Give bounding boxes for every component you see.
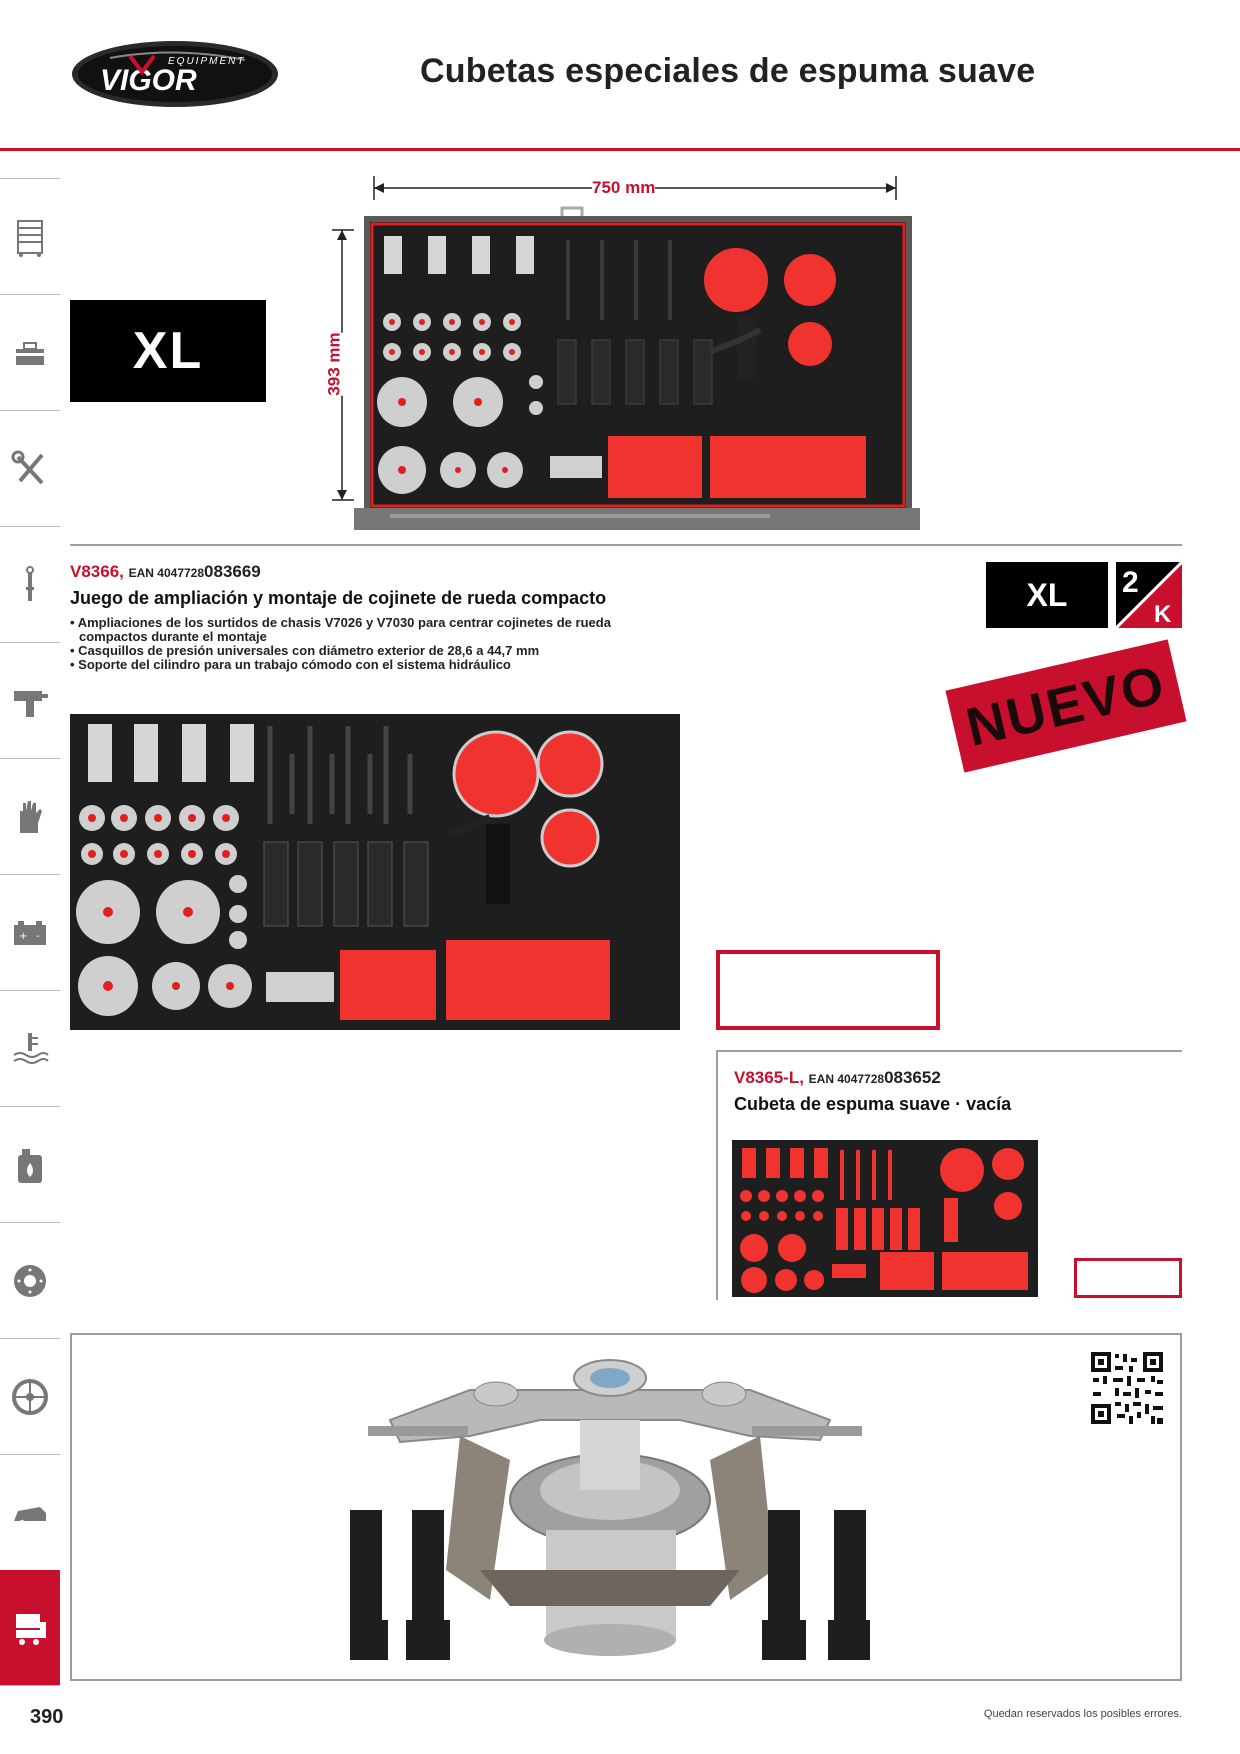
torque-wrench-icon — [26, 565, 34, 601]
header-rule — [0, 148, 1240, 151]
product-1-title: Juego de ampliación y montaje de cojinet… — [70, 588, 607, 608]
price-placeholder-box — [716, 950, 940, 1030]
feature-item: • Casquillos de presión universales con … — [70, 643, 540, 658]
sidebar-item-workwear[interactable] — [0, 758, 60, 874]
price-placeholder-box-small — [1074, 1258, 1182, 1298]
sidebar-item-torque[interactable] — [0, 526, 60, 642]
drawer-height-label: 393 mm — [324, 332, 345, 396]
product-1-code: V8366 — [70, 562, 120, 581]
product-2-ean-suffix: 083652 — [884, 1068, 941, 1087]
wrench-screwdriver-icon — [11, 450, 44, 484]
car-body-icon — [14, 1506, 46, 1526]
sidebar-item-wheels[interactable] — [0, 1338, 60, 1454]
wheel-icon — [12, 1378, 48, 1415]
svg-text:-: - — [36, 931, 40, 942]
drawer-illustration: 750 mm 393 mm — [324, 170, 920, 535]
svg-text:VIGOR: VIGOR — [100, 64, 197, 97]
drawer-size-badge: XL — [70, 300, 266, 402]
sidebar-item-pneumatic[interactable] — [0, 642, 60, 758]
product-1-ean-prefix: EAN 4047728 — [128, 566, 205, 580]
page-title: Cubetas especiales de espuma suave — [420, 52, 1036, 90]
feature-item: • Soporte del cilindro para un trabajo c… — [70, 657, 511, 672]
qr-code[interactable] — [1089, 1350, 1165, 1426]
vigor-logo: EQUIPMENT VIGOR — [70, 38, 280, 108]
product-1-features: • Ampliaciones de los surtidos de chasis… — [70, 616, 630, 672]
drawer-width-label: 750 mm — [592, 178, 656, 198]
page-number: 390 — [30, 1706, 64, 1728]
wheel-bearing-tool-photo — [344, 1350, 872, 1675]
svg-text:2: 2 — [1122, 566, 1139, 599]
product-2-code: V8365-L — [734, 1068, 800, 1087]
truck-icon — [16, 1614, 46, 1645]
product-1-divider — [70, 544, 1182, 546]
product-1-badges: XL 2 K — [986, 562, 1182, 628]
sidebar-item-fluids[interactable] — [0, 1106, 60, 1222]
tool-cabinet-icon — [17, 219, 43, 257]
product-1-ean-suffix: 083669 — [204, 562, 261, 581]
new-badge-label: NUEVO — [960, 654, 1172, 758]
product-1-code-line: V8366, EAN 4047728083669 — [70, 562, 261, 581]
2k-badge: 2 K — [1116, 562, 1182, 628]
product-1-photo — [70, 714, 680, 1030]
toolbox-icon — [14, 341, 46, 365]
product-2-title: Cubeta de espuma suave · vacía — [734, 1094, 1012, 1114]
sidebar-item-body[interactable] — [0, 1454, 60, 1570]
sidebar-item-commercial-vehicles[interactable] — [0, 1570, 60, 1686]
category-sidebar: +- — [0, 178, 60, 1686]
size-badge: XL — [986, 562, 1108, 628]
sidebar-item-brakes[interactable] — [0, 1222, 60, 1338]
sidebar-item-cooling[interactable] — [0, 990, 60, 1106]
product-2-divider — [716, 1050, 1182, 1052]
impact-wrench-icon — [14, 690, 48, 717]
svg-text:K: K — [1154, 601, 1172, 628]
brake-disc-icon — [14, 1264, 46, 1297]
battery-icon: +- — [14, 920, 46, 945]
coolant-icon — [13, 1032, 49, 1064]
new-badge: NUEVO — [945, 639, 1187, 773]
product-2-vline — [716, 1050, 718, 1300]
feature-item: • Ampliaciones de los surtidos de chasis… — [70, 615, 611, 644]
application-photo-frame — [70, 1333, 1182, 1681]
sidebar-item-toolboxes[interactable] — [0, 294, 60, 410]
product-2-photo — [732, 1140, 1038, 1297]
product-2-code-line: V8365-L, EAN 4047728083652 — [734, 1068, 941, 1087]
sidebar-item-electrical[interactable]: +- — [0, 874, 60, 990]
svg-text:+: + — [19, 931, 27, 942]
product-2-ean-prefix: EAN 4047728 — [808, 1072, 885, 1086]
sidebar-item-hand-tools[interactable] — [0, 410, 60, 526]
sidebar-item-tool-cabinets[interactable] — [0, 178, 60, 294]
glove-icon — [20, 800, 42, 833]
svg-text:EQUIPMENT: EQUIPMENT — [168, 56, 245, 67]
oil-can-icon — [18, 1148, 42, 1183]
footer-disclaimer: Quedan reservados los posibles errores. — [983, 1708, 1182, 1720]
